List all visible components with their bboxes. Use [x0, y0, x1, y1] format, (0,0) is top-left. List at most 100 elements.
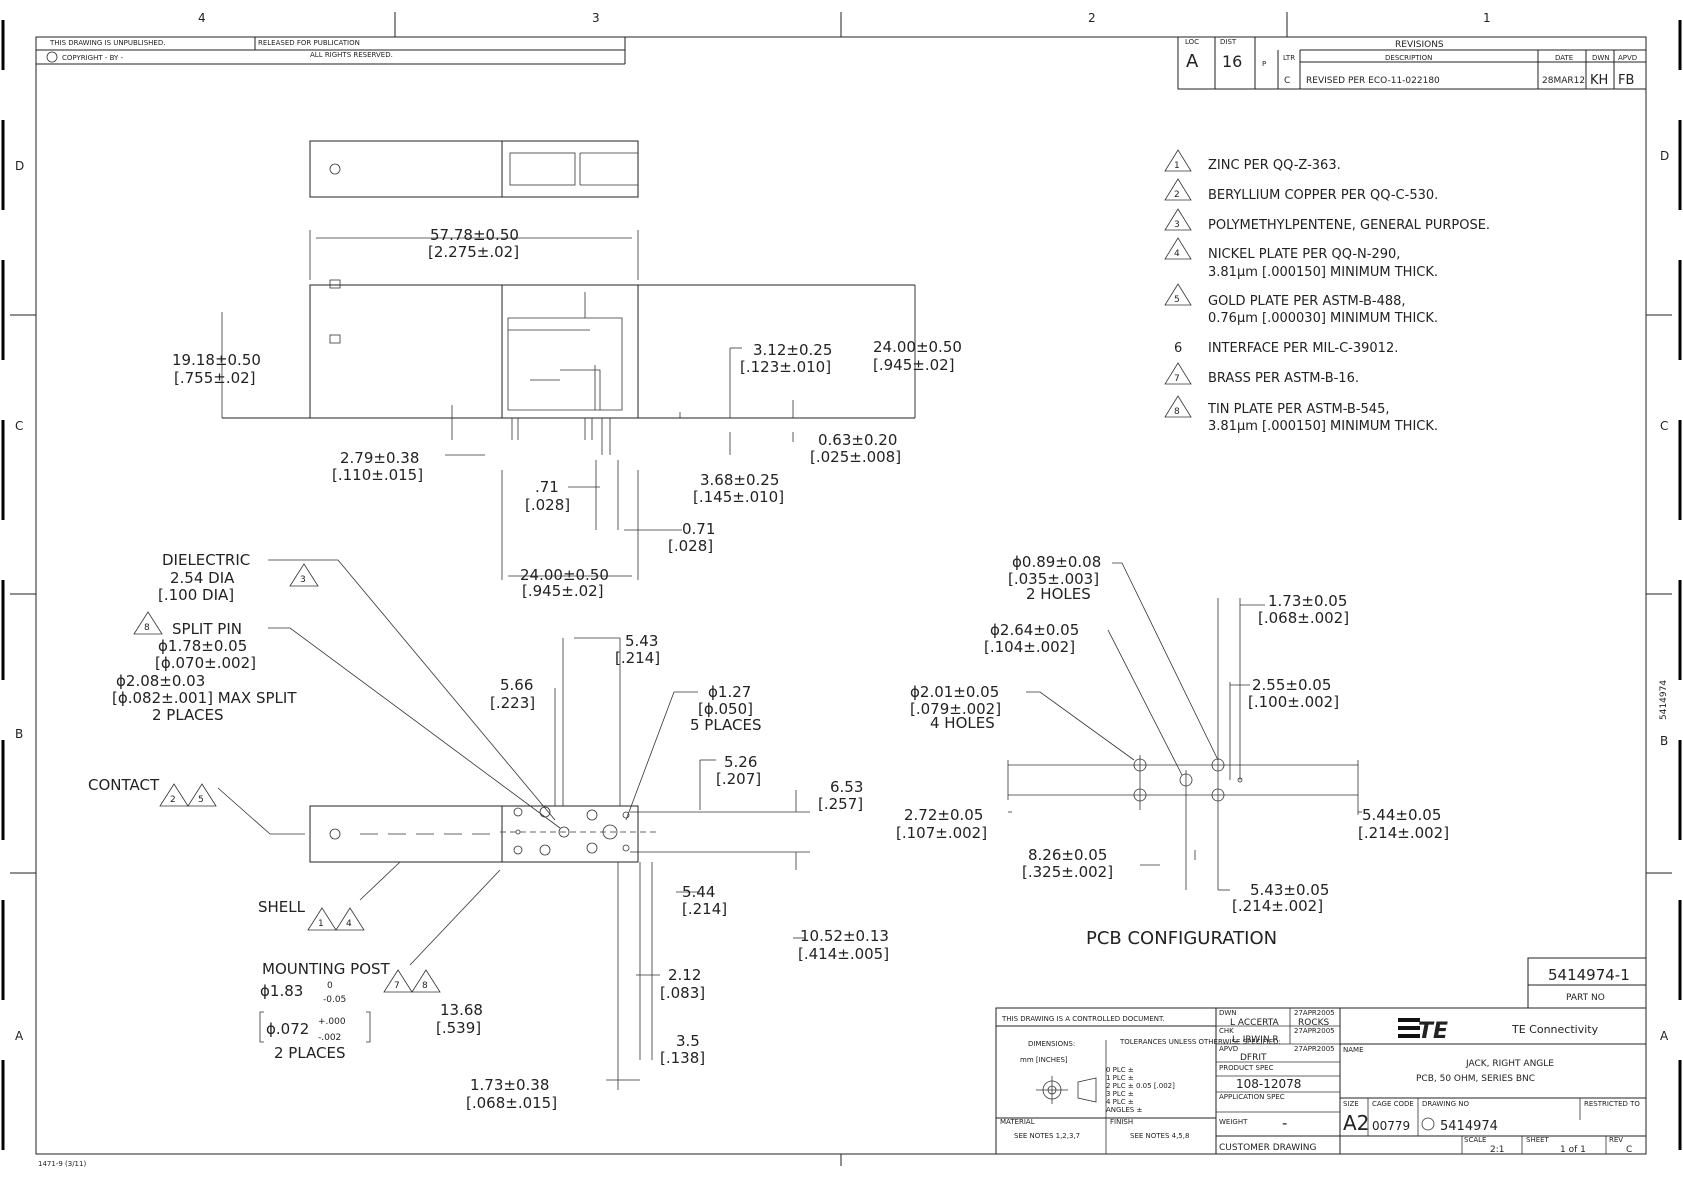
dim-overall-length: 57.78±0.50 [430, 226, 519, 244]
dim-5-66: 5.66 [500, 676, 533, 694]
revision-dwn: KH [1590, 73, 1608, 88]
projection-symbol-icon [1036, 1076, 1097, 1104]
controlled-doc: THIS DRAWING IS A CONTROLLED DOCUMENT. [1001, 1015, 1165, 1023]
dim-5-44-in: [.214] [682, 900, 727, 918]
side-part-number: 5414974 [1659, 680, 1669, 720]
customer-drawing: CUSTOMER DRAWING [1219, 1143, 1317, 1153]
header-copyright: COPYRIGHT - BY - [62, 54, 124, 62]
note-3: 3 POLYMETHYLPENTENE, GENERAL PURPOSE. [1164, 208, 1490, 233]
header-released: RELEASED FOR PUBLICATION [258, 39, 360, 47]
dim-1-27-in: [ϕ.050] [698, 700, 753, 718]
revision-col-dwn: DWN [1592, 54, 1610, 62]
tol-row-5: ANGLES ± [1106, 1106, 1142, 1114]
cage-label: CAGE CODE [1372, 1100, 1414, 1108]
part-number-label: PART NO [1566, 993, 1605, 1003]
rev-label: REV [1609, 1136, 1623, 1144]
bottom-view-dimensions [217, 559, 810, 1090]
revision-apvd: FB [1618, 73, 1634, 88]
pcb-dim-5-43: 5.43±0.05 [1250, 881, 1329, 899]
form-number: 1471-9 (3/11) [38, 1160, 86, 1168]
drawing-no-label: DRAWING NO [1422, 1100, 1469, 1108]
dim-3-5-in: [.138] [660, 1049, 705, 1067]
rev-value: C [1626, 1145, 1632, 1155]
size-value: A2 [1343, 1111, 1369, 1135]
bottom-view [309, 805, 660, 863]
dim-height-in: [.755±.02] [174, 369, 256, 387]
dielectric-dia: 2.54 DIA [170, 569, 235, 587]
product-spec-label: PRODUCT SPEC [1219, 1064, 1274, 1072]
bottom-view-labels: DIELECTRIC 2.54 DIA [.100 DIA] 3 8 SPLIT… [88, 551, 889, 1112]
pcb-hole-b-in: [.104±.002] [984, 638, 1075, 656]
name-label: NAME [1343, 1046, 1364, 1054]
dim-overall-length-in: [2.275±.02] [428, 243, 519, 261]
dim-standoff: 3.12±0.25 [753, 341, 832, 359]
zone-label-right-a: A [1660, 1029, 1669, 1043]
svg-text:BERYLLIUM COPPER PER QQ-C-530.: BERYLLIUM COPPER PER QQ-C-530. [1208, 188, 1438, 203]
dim-2-12-in: [.083] [660, 984, 705, 1002]
shell-note-4: 4 [346, 919, 352, 929]
product-spec: 108-12078 [1236, 1077, 1301, 1091]
dim-5-26-in: [.207] [716, 770, 761, 788]
zone-label-left-b: B [15, 727, 23, 741]
pcb-hole-b: ϕ2.64±0.05 [990, 621, 1079, 639]
dim-post-length-in: [.110±.015] [332, 466, 423, 484]
split-places: 2 PLACES [152, 706, 224, 724]
mounting-note-8: 8 [422, 981, 428, 991]
svg-text:TIN PLATE PER ASTM-B-545,: TIN PLATE PER ASTM-B-545, [1207, 402, 1390, 417]
dim-6-53-in: [.257] [818, 795, 863, 813]
pcb-dim-1-73-in: [.068±.002] [1258, 609, 1349, 627]
dim-2-12: 2.12 [668, 966, 701, 984]
pcb-dim-2-72: 2.72±0.05 [904, 806, 983, 824]
svg-text:8: 8 [1174, 407, 1180, 417]
mounting-dia-in: ϕ.072 [266, 1020, 309, 1038]
zone-label-left-c: C [15, 419, 23, 433]
dim-pin-dia-a: .71 [535, 478, 559, 496]
weight-value: - [1282, 1114, 1287, 1132]
title-line-2: PCB, 50 OHM, SERIES BNC [1416, 1074, 1535, 1084]
pcb-dim-5-44: 5.44±0.05 [1362, 806, 1441, 824]
dwn-label: DWN [1219, 1009, 1237, 1017]
scale-value: 2:1 [1490, 1145, 1504, 1155]
split-pin-note: 8 [144, 623, 150, 633]
pcb-dim-8-26: 8.26±0.05 [1028, 846, 1107, 864]
dim-5-26: 5.26 [724, 753, 757, 771]
finish-label: FINISH [1110, 1118, 1133, 1126]
title-line-1: JACK, RIGHT ANGLE [1465, 1059, 1554, 1069]
contact-label: CONTACT [88, 776, 160, 794]
dielectric-dia-in: [.100 DIA] [158, 586, 234, 604]
dim-standoff-in: [.123±.010] [740, 358, 831, 376]
mounting-note-7: 7 [394, 981, 400, 991]
pcb-dim-2-55-in: [.100±.002] [1248, 693, 1339, 711]
sheet-value: 1 of 1 [1560, 1145, 1586, 1155]
note-8: 8 TIN PLATE PER ASTM-B-545, 3.81μm [.000… [1164, 395, 1438, 434]
mounting-dia: ϕ1.83 [260, 982, 303, 1000]
note-6: 6 INTERFACE PER MIL-C-39012. [1174, 341, 1398, 356]
tol-row-1: 1 PLC ± [1106, 1074, 1134, 1082]
material-label: MATERIAL [1000, 1118, 1035, 1126]
revisions-table: LOC DIST A 16 REVISIONS P LTR DESCRIPTIO… [1177, 36, 1647, 90]
svg-text:INTERFACE PER MIL-C-39012.: INTERFACE PER MIL-C-39012. [1208, 341, 1398, 356]
company-name: TE Connectivity [1511, 1023, 1599, 1036]
svg-text:3.81μm [.000150] MINIMUM THICK: 3.81μm [.000150] MINIMUM THICK. [1208, 265, 1438, 280]
side-view [222, 279, 916, 455]
dim-1-27-places: 5 PLACES [690, 716, 762, 734]
cage-value: 00779 [1372, 1119, 1410, 1133]
pcb-hole-c-in: [.079±.002] [910, 700, 1001, 718]
svg-text:POLYMETHYLPENTENE, GENERAL PUR: POLYMETHYLPENTENE, GENERAL PURPOSE. [1208, 218, 1490, 233]
note-1: 1 ZINC PER QQ-Z-363. [1164, 149, 1341, 173]
chk-name: ROCKS [1298, 1018, 1330, 1028]
split-pin-dia: ϕ1.78±0.05 [158, 637, 247, 655]
tol-row-3: 3 PLC ± [1106, 1090, 1134, 1098]
revision-date: 28MAR12 [1542, 76, 1585, 86]
pcb-configuration [1007, 562, 1362, 891]
dim-1-27: ϕ1.27 [708, 683, 751, 701]
dimensions-label: DIMENSIONS: [1028, 1040, 1075, 1048]
svg-text:7: 7 [1174, 374, 1180, 384]
size-label: SIZE [1343, 1100, 1359, 1108]
zone-label-right-b: B [1660, 734, 1668, 748]
mounting-tol-in-minus: -.002 [318, 1033, 341, 1043]
split-pin-dia-in: [ϕ.070±.002] [155, 654, 256, 672]
dwn-name: L ACCERTA [1230, 1018, 1280, 1028]
zone-label-top-4: 4 [198, 11, 206, 25]
split-max-in: [ϕ.082±.001] MAX SPLIT [112, 689, 297, 707]
